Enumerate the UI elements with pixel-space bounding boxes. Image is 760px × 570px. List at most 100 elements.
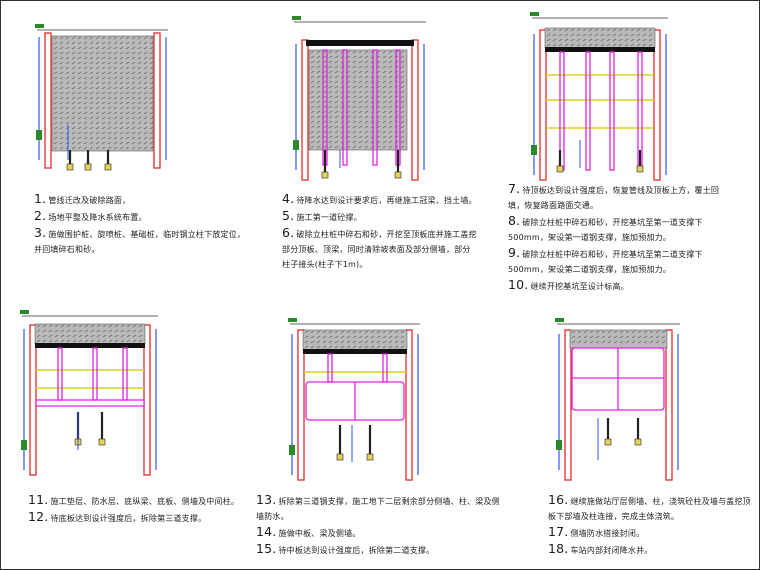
- hatch-mark: [352, 95, 357, 99]
- hatch-mark: [53, 66, 58, 70]
- hatch-mark: [642, 43, 647, 47]
- hatch-mark: [328, 140, 333, 144]
- hatch-mark: [370, 335, 375, 339]
- hatch-mark: [649, 340, 654, 344]
- hatch-mark: [600, 28, 605, 32]
- hatch-mark: [53, 126, 58, 130]
- hatch-mark: [137, 131, 142, 135]
- hatch-mark: [558, 38, 563, 42]
- hatch-mark: [364, 105, 369, 109]
- hatch-mark: [95, 86, 100, 90]
- hatch-mark: [382, 90, 387, 94]
- hatch-mark: [352, 70, 357, 74]
- hatch-mark: [131, 66, 136, 70]
- hatch-mark: [388, 100, 393, 104]
- temporary-column: [327, 353, 333, 383]
- hatch-mark: [125, 56, 130, 60]
- hatch-mark: [625, 335, 630, 339]
- hatch-mark: [131, 36, 136, 40]
- hatch-mark: [89, 136, 94, 140]
- hatch-mark: [546, 38, 551, 42]
- hatch-mark: [53, 36, 58, 40]
- hatch-mark: [107, 81, 112, 85]
- hatch-mark: [77, 91, 82, 95]
- temporary-column: [382, 353, 388, 383]
- step-2: 2.场地平整及降水系统布置。: [34, 208, 147, 223]
- hatch-mark: [95, 116, 100, 120]
- hatch-mark: [101, 121, 106, 125]
- hatch-mark: [630, 28, 635, 32]
- hatch-mark: [582, 28, 587, 32]
- hatch-mark: [101, 146, 106, 150]
- retaining-pile-left: [539, 29, 547, 181]
- hatch-mark: [95, 76, 100, 80]
- hatch-mark: [132, 339, 137, 343]
- hatch-mark: [352, 340, 357, 344]
- hatch-mark: [382, 80, 387, 84]
- hatch-mark: [394, 340, 399, 344]
- hatch-mark: [310, 125, 315, 129]
- hatch-mark: [89, 61, 94, 65]
- hatch-mark: [113, 86, 118, 90]
- hatch-mark: [649, 335, 654, 339]
- hatch-mark: [138, 329, 143, 333]
- hatch-mark: [137, 116, 142, 120]
- hatch-mark: [310, 80, 315, 84]
- hatch-mark: [400, 85, 405, 89]
- hatch-mark: [77, 71, 82, 75]
- hatch-mark: [370, 330, 375, 334]
- hatch-mark: [364, 60, 369, 64]
- pile-tip: [394, 171, 402, 179]
- hatch-mark: [77, 46, 82, 50]
- hatch-mark: [149, 51, 154, 55]
- hatch-mark: [107, 46, 112, 50]
- hatch-mark: [77, 96, 82, 100]
- hatch-mark: [77, 146, 82, 150]
- hatch-mark: [546, 33, 551, 37]
- hatch-mark: [107, 71, 112, 75]
- hatch-mark: [589, 335, 594, 339]
- hatch-mark: [382, 340, 387, 344]
- hatch-mark: [83, 71, 88, 75]
- hatch-mark: [636, 38, 641, 42]
- hatch-mark: [630, 33, 635, 37]
- hatch-mark: [382, 70, 387, 74]
- hatch-mark: [583, 340, 588, 344]
- hatch-mark: [358, 120, 363, 124]
- hatch-mark: [388, 70, 393, 74]
- hatch-mark: [107, 76, 112, 80]
- hatch-mark: [125, 131, 130, 135]
- hatch-mark: [131, 116, 136, 120]
- hatch-mark: [89, 41, 94, 45]
- hatch-mark: [316, 145, 321, 149]
- hatch-mark: [588, 33, 593, 37]
- hatch-mark: [125, 86, 130, 90]
- hatch-mark: [53, 86, 58, 90]
- steps-panel-5: 13.拆除第三道钢支撑，施工地下二层剩余部分侧墙、柱、梁及侧墙防水。 14.施做…: [256, 492, 504, 558]
- hatch-mark: [636, 28, 641, 32]
- hatch-mark: [107, 61, 112, 65]
- hatch-mark: [125, 101, 130, 105]
- hatch-mark: [400, 110, 405, 114]
- hatch-mark: [101, 111, 106, 115]
- hatch-mark: [364, 75, 369, 79]
- hatch-mark: [125, 81, 130, 85]
- hatch-mark: [595, 340, 600, 344]
- step-3: 3.施做围护桩、旋喷桩、基础桩，临时钢立柱下放定位，并回填碎石和砂。: [34, 225, 246, 254]
- hatch-mark: [113, 51, 118, 55]
- hatch-mark: [71, 36, 76, 40]
- hatch-mark: [137, 146, 142, 150]
- hatch-mark: [107, 86, 112, 90]
- hatch-mark: [352, 115, 357, 119]
- hatch-mark: [78, 339, 83, 343]
- hatch-mark: [328, 345, 333, 349]
- hatch-mark: [388, 330, 393, 334]
- soil-hatch: [546, 28, 653, 47]
- hatch-mark: [316, 140, 321, 144]
- hatch-mark: [42, 329, 47, 333]
- elevation-tag-left: [530, 12, 539, 16]
- hatch-mark: [101, 91, 106, 95]
- hatch-mark: [618, 38, 623, 42]
- hatch-mark: [388, 105, 393, 109]
- hatch-mark: [624, 38, 629, 42]
